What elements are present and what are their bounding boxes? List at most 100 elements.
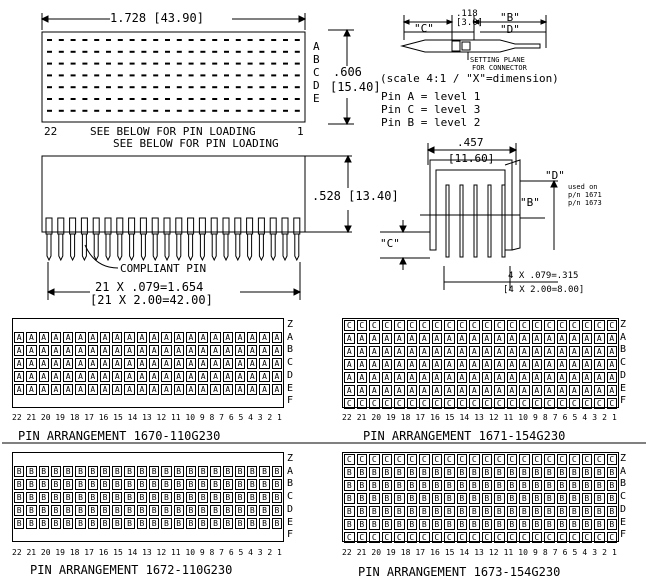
compliant-pin-tail — [70, 234, 76, 262]
pin-cell: A — [506, 346, 517, 357]
pin-cell: C — [431, 398, 442, 409]
pin-cell: A — [444, 333, 455, 344]
pin-cell: C — [594, 320, 605, 331]
pin-cell: C — [506, 320, 517, 331]
pin-cell: A — [14, 370, 25, 382]
pin-cell: A — [14, 331, 25, 343]
pin-cell: A — [198, 357, 209, 369]
pin-cell: A — [210, 370, 221, 382]
connector-pin — [210, 217, 218, 235]
pin-cell: A — [50, 383, 62, 395]
pin-cell: A — [161, 383, 172, 395]
pin-cell — [161, 320, 171, 330]
pin-cell: B — [431, 506, 442, 517]
compliant-pin-tail — [294, 234, 300, 262]
pin-cell: C — [531, 320, 542, 331]
pin-cell: C — [356, 398, 367, 409]
pin-cell — [112, 320, 122, 330]
pin-cell — [26, 397, 36, 407]
pin-cell: A — [381, 385, 392, 396]
pin-cell: A — [344, 372, 355, 383]
pin-cell: B — [124, 517, 135, 529]
pin-cell: B — [494, 467, 505, 478]
pin-cell: A — [234, 331, 246, 343]
pin-cell: C — [506, 398, 517, 409]
pin-cell: A — [124, 370, 135, 382]
pin-cell: A — [531, 346, 542, 357]
pin-cell: A — [394, 359, 405, 370]
pin-cell — [174, 320, 184, 330]
pin-cell: B — [271, 491, 282, 503]
pin-cell: A — [14, 383, 25, 395]
pin-cell: A — [381, 346, 392, 357]
pin-cell: C — [431, 320, 442, 331]
pin-cell: A — [569, 333, 580, 344]
pin-cell: A — [369, 346, 380, 357]
pin-cell: B — [406, 493, 417, 504]
pin-cell: A — [494, 359, 505, 370]
pin-cell — [14, 320, 24, 330]
pin-cell: B — [161, 478, 172, 490]
pin-cell: A — [75, 357, 86, 369]
pin-cell: C — [344, 532, 355, 543]
pin-cell — [259, 320, 269, 330]
pin-cell: B — [198, 491, 209, 503]
pin-cell: B — [519, 480, 530, 491]
connector-pin — [187, 217, 195, 235]
pin-cell: C — [469, 398, 480, 409]
side-c-label: "C" — [380, 237, 400, 250]
pin-cell: B — [234, 504, 246, 516]
pin-cell: B — [394, 493, 405, 504]
pin-cell: B — [148, 504, 160, 516]
pin-cell — [137, 320, 147, 330]
pin-cell — [235, 454, 245, 464]
pin-cell — [26, 454, 36, 464]
pin-cell: B — [369, 506, 380, 517]
pin-cell: B — [481, 467, 492, 478]
connector-pin — [163, 217, 171, 235]
pin-cell — [137, 397, 147, 407]
pin-cell: A — [136, 331, 147, 343]
pin-cell: B — [75, 504, 86, 516]
pin-cell: C — [519, 320, 530, 331]
pin-cell: A — [506, 359, 517, 370]
pin-cell: C — [506, 454, 517, 465]
pin-cell: B — [494, 493, 505, 504]
pin-cell: A — [75, 370, 86, 382]
pin-cell: B — [581, 493, 592, 504]
pin-cell: B — [606, 519, 617, 530]
pin-cell: B — [14, 465, 25, 477]
pin-cell: A — [99, 331, 111, 343]
pin-cell: C — [531, 532, 542, 543]
pin-cell: B — [234, 491, 246, 503]
pin-cell — [124, 397, 134, 407]
pin-cell: C — [544, 532, 555, 543]
pin-cell: B — [469, 493, 480, 504]
pin-cell: B — [124, 504, 135, 516]
pin-cell: A — [431, 346, 442, 357]
pin-cell: C — [369, 398, 380, 409]
pin-cell: A — [531, 333, 542, 344]
pin-cell: A — [344, 333, 355, 344]
pin-cell: A — [63, 357, 74, 369]
pin-cell — [88, 531, 98, 541]
pin-cell: A — [356, 359, 367, 370]
pin-cell: C — [606, 320, 617, 331]
compliant-pin-tail — [235, 234, 241, 262]
pin-cell: A — [185, 383, 197, 395]
pin-cell — [88, 320, 98, 330]
pin-cell: B — [556, 480, 567, 491]
pin-cell: C — [544, 320, 555, 331]
pin-cell: C — [456, 454, 467, 465]
pin-cell: B — [259, 517, 270, 529]
pin-cell — [223, 454, 233, 464]
pin-cell: B — [14, 491, 25, 503]
connector-pin — [92, 217, 100, 235]
pin-cell: B — [247, 478, 258, 490]
pin-cell: C — [569, 532, 580, 543]
pin-cell: A — [124, 344, 135, 356]
pin-cell: C — [406, 532, 417, 543]
pin-cell: A — [369, 359, 380, 370]
